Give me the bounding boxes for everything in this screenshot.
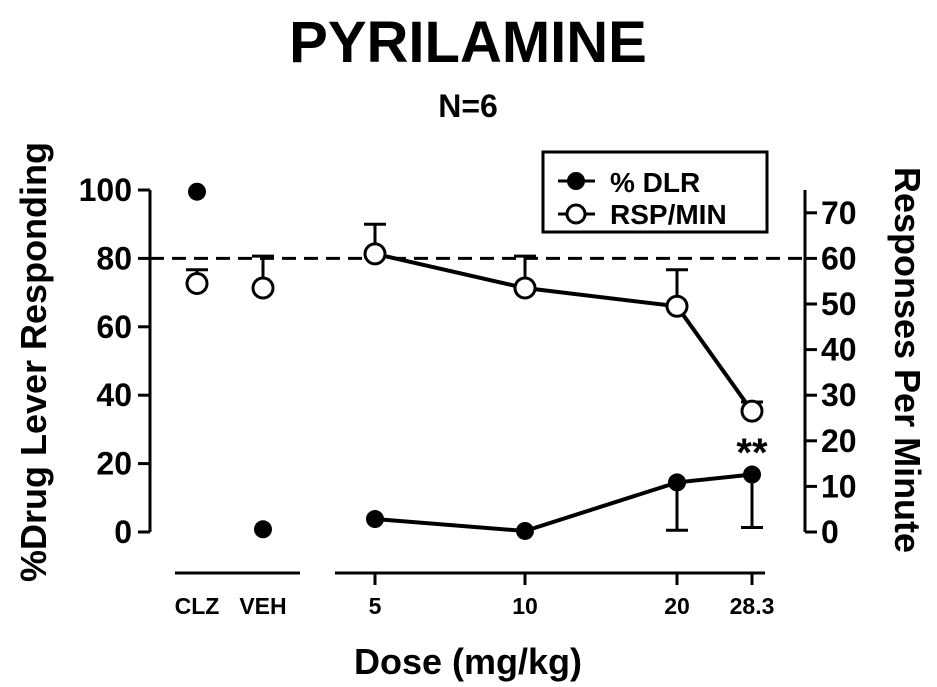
point-dlr [254, 520, 272, 539]
series-lines [374, 251, 754, 533]
axes [138, 188, 817, 585]
point-dlr [516, 521, 534, 540]
legend-marker-rsp [565, 203, 587, 225]
y-right-tick-label: 20 [821, 423, 857, 459]
y-right-tick-label: 40 [821, 332, 857, 368]
y-right-tick-label: 0 [821, 514, 839, 550]
x-tick-label: VEH [239, 593, 286, 619]
y-left-tick-label: 0 [114, 514, 132, 550]
y-left-tick-label: 80 [96, 240, 132, 276]
series-line-dlr [374, 472, 753, 533]
x-tick-label: 28.3 [730, 593, 775, 619]
x-tick-label: 5 [369, 593, 382, 619]
chart-title: PYRILAMINE [289, 10, 647, 75]
y-left-tick-label: 40 [96, 377, 132, 413]
y-axis-right-label: Responses Per Minute [887, 167, 928, 553]
y-right-tick-label: 50 [821, 286, 857, 322]
y-left-tick-label: 20 [96, 446, 132, 482]
x-tick-label: CLZ [175, 593, 220, 619]
series-line-rsp [374, 251, 754, 413]
point-rsp [513, 276, 537, 300]
point-rsp [665, 294, 689, 318]
y-right-tick-label: 70 [821, 195, 857, 231]
point-dlr [743, 465, 761, 484]
y-axis-left-label: %Drug Lever Responding [13, 142, 54, 582]
point-rsp [185, 271, 209, 295]
point-rsp [740, 399, 764, 423]
x-tick-label: 10 [512, 593, 538, 619]
significance-annotation: ** [736, 431, 768, 475]
legend-label-dlr: % DLR [610, 167, 700, 198]
x-tick-label: 20 [664, 593, 690, 619]
point-dlr [366, 510, 384, 529]
chart-subtitle: N=6 [438, 88, 498, 124]
legend: % DLR RSP/MIN [541, 150, 769, 234]
point-dlr [668, 473, 686, 492]
y-right-tick-label: 10 [821, 468, 857, 504]
point-rsp [251, 276, 275, 300]
y-left-tick-label: 100 [79, 172, 132, 208]
point-rsp [363, 242, 387, 266]
y-right-tick-label: 30 [821, 377, 857, 413]
legend-label-rsp: RSP/MIN [610, 199, 727, 230]
legend-marker-dlr [567, 172, 585, 190]
y-left-tick-label: 60 [96, 309, 132, 345]
y-right-tick-label: 60 [821, 240, 857, 276]
point-dlr [188, 182, 206, 201]
data-markers [185, 182, 764, 540]
x-axis-label: Dose (mg/kg) [354, 641, 582, 682]
